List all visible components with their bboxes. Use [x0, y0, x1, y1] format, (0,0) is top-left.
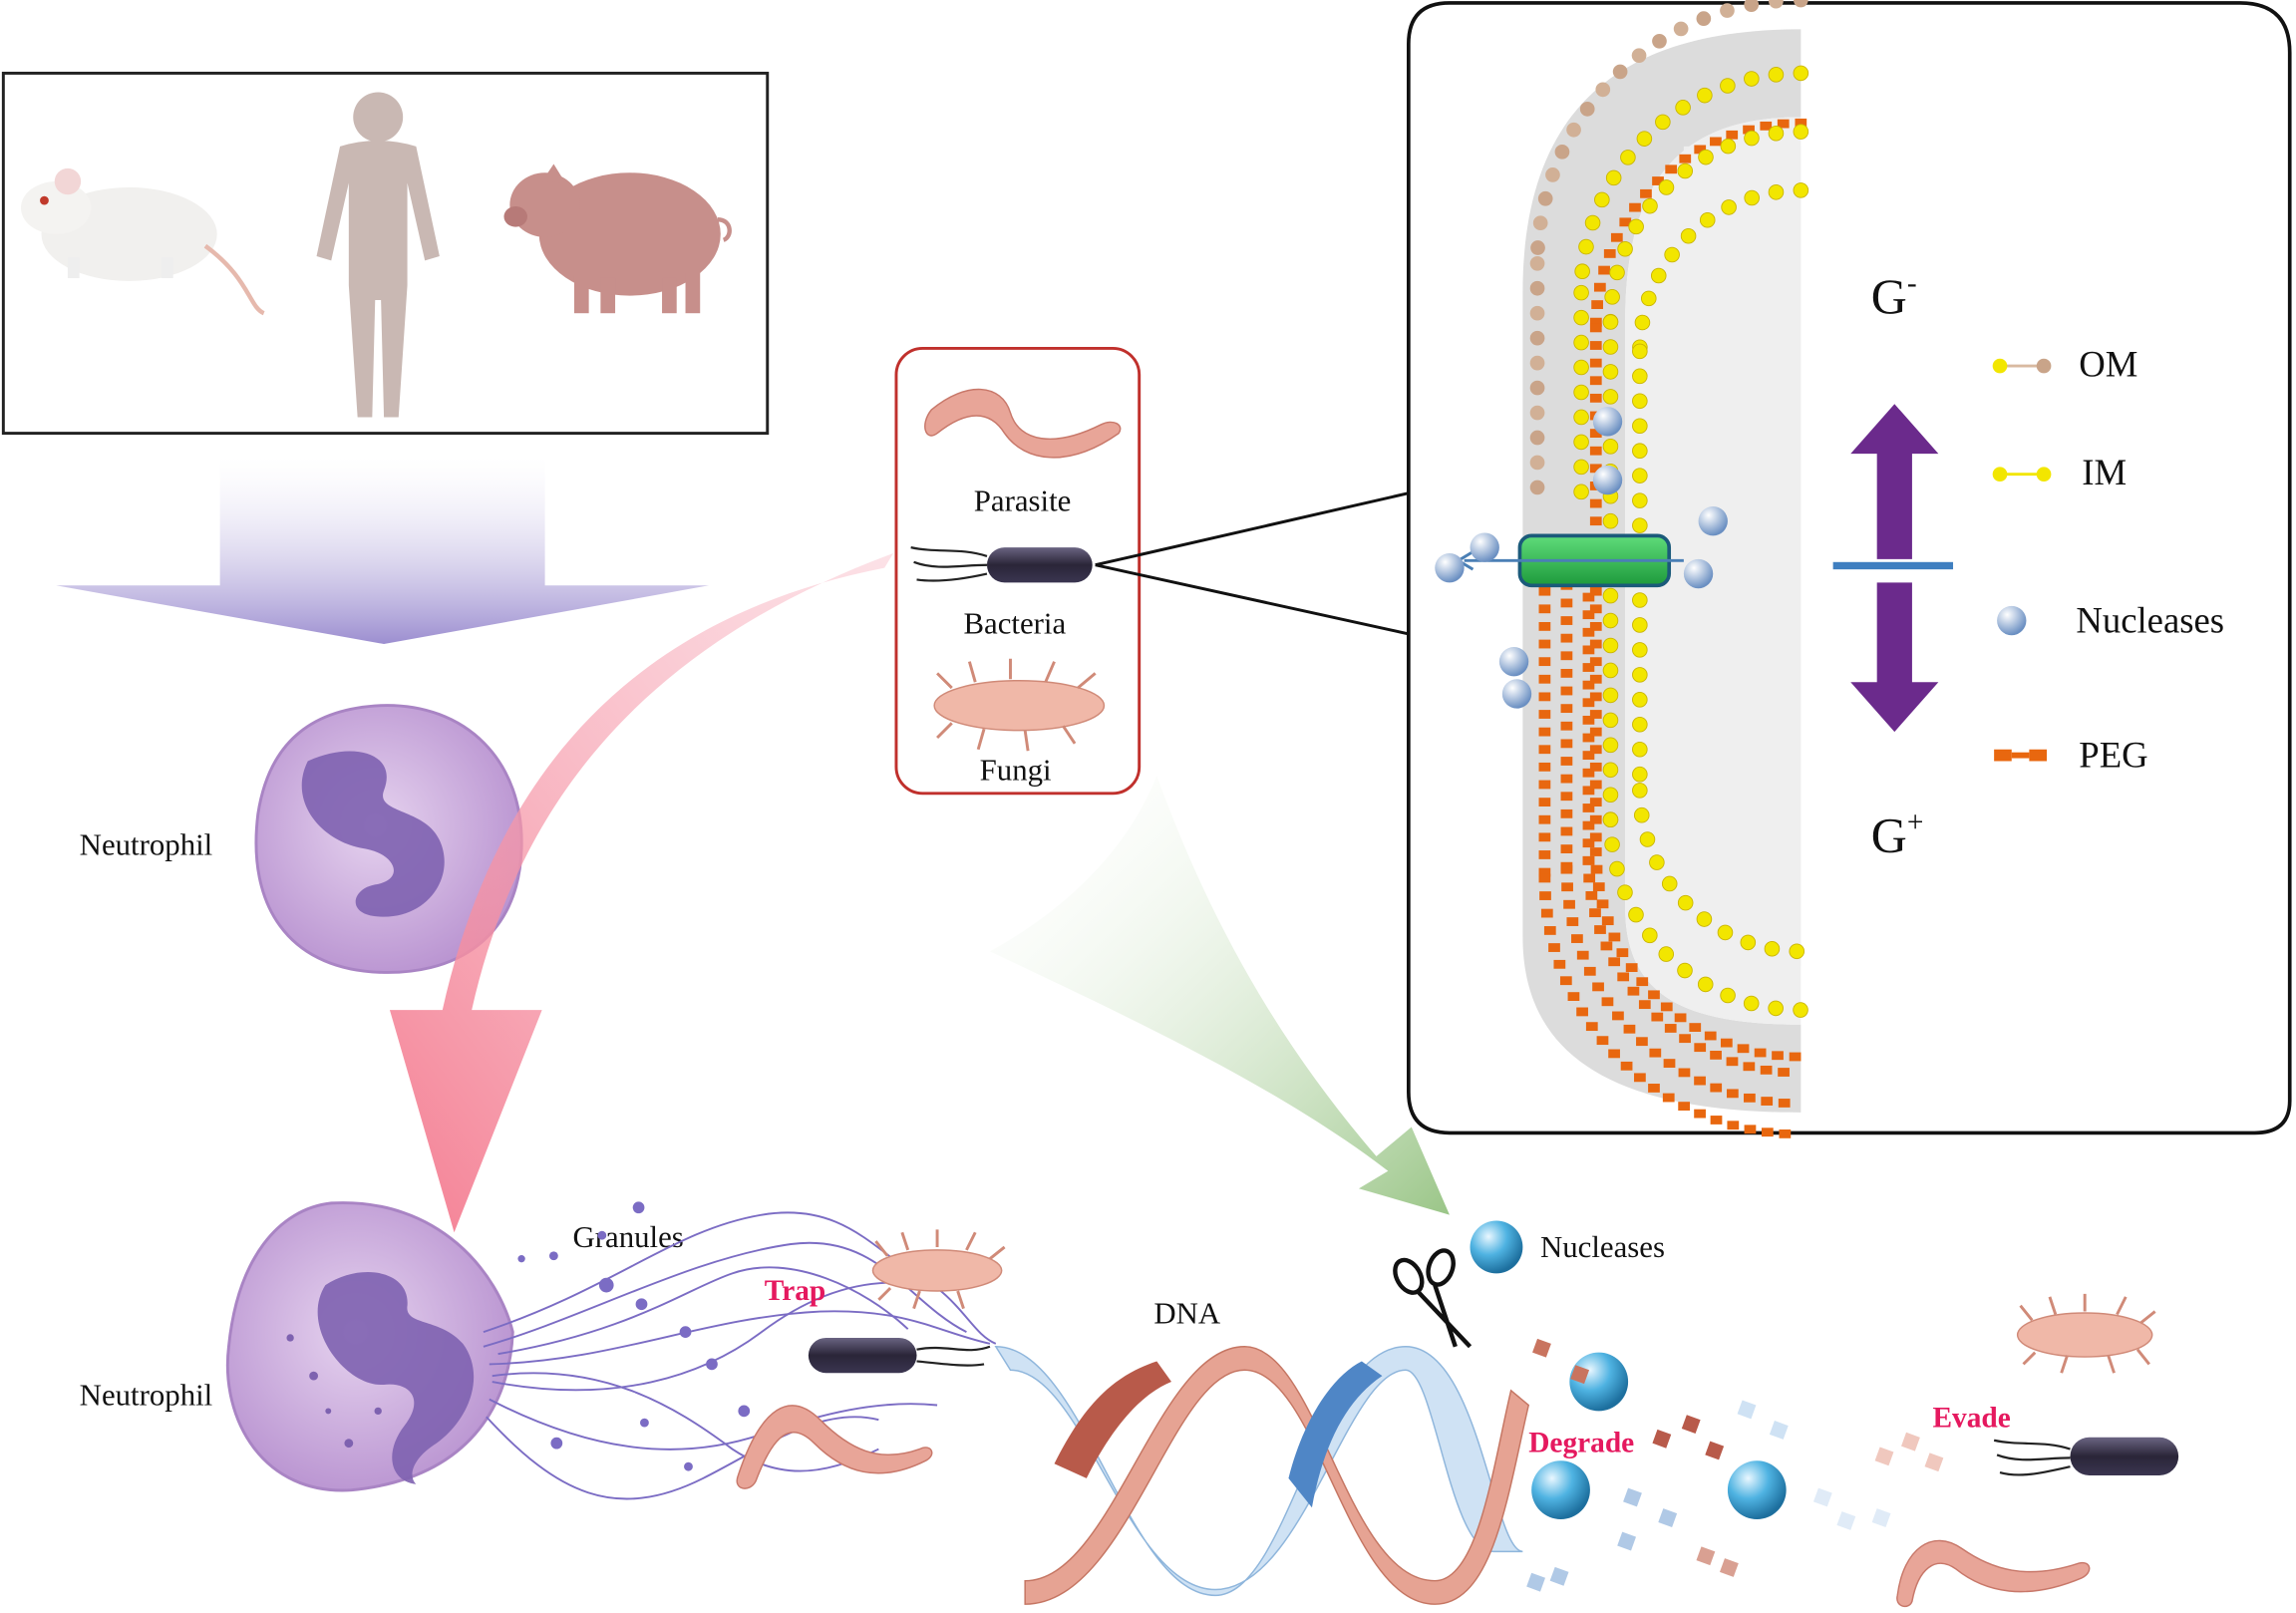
nucleus-top	[301, 751, 445, 917]
porin-channel	[1455, 533, 1684, 588]
legend-om-icon	[1992, 358, 2052, 374]
rat-illustration	[20, 167, 265, 316]
host-species-panel	[1, 71, 770, 436]
legend-nuclease-icon	[1997, 605, 2027, 636]
legend-peg-icon	[1994, 749, 2047, 762]
callout-lines	[1095, 489, 1416, 637]
neutrophil-cell-top	[254, 704, 523, 974]
cell-envelope-panel: G- G+ OM IM Nucleases	[1407, 0, 2292, 1138]
fungi-label: Fungi	[980, 754, 1052, 788]
trapped-bacterium-icon	[808, 1337, 991, 1374]
bacteria-label: Bacteria	[964, 607, 1067, 641]
legend-nucleases-label: Nucleases	[2076, 599, 2224, 640]
trapped-fungus-icon	[871, 1229, 1006, 1310]
pig-illustration	[503, 163, 732, 314]
legend-im-label: IM	[2082, 452, 2127, 492]
gram-positive-label: G+	[1871, 806, 1924, 863]
dna-fragments	[1526, 1338, 1944, 1592]
evade-label: Evade	[1932, 1403, 2010, 1435]
evading-worm-icon	[1896, 1539, 2091, 1608]
neutrophil-bottom-label: Neutrophil	[80, 1379, 213, 1413]
dna-helix	[994, 1346, 1530, 1605]
net-fibers	[483, 1211, 997, 1500]
nucleus-bottom	[317, 1272, 475, 1484]
legend-om-label: OM	[2079, 343, 2137, 384]
parasite-label: Parasite	[974, 484, 1072, 517]
neutrophil-top-label: Neutrophil	[80, 827, 213, 861]
trap-label: Trap	[765, 1275, 825, 1307]
pathogen-panel: Parasite Bacteria Fungi	[894, 346, 1142, 796]
pink-arrow-pathogen-to-neutrophil	[389, 552, 894, 1233]
gram-double-arrow	[1832, 404, 1954, 733]
evading-bacterium-icon	[1993, 1437, 2179, 1476]
dna-label: DNA	[1153, 1296, 1221, 1330]
fungus-icon	[933, 658, 1106, 752]
legend-im-icon	[1992, 467, 2052, 483]
human-illustration	[316, 92, 440, 418]
nucleases-label: Nucleases	[1540, 1230, 1665, 1264]
evading-fungus-icon	[2016, 1293, 2156, 1374]
neutrophil-cell-bottom	[225, 1201, 514, 1492]
outer-membrane	[1529, 0, 1809, 500]
down-arrow-host-to-neutrophil	[56, 457, 710, 645]
green-arrow-pathogen-to-nucleases	[989, 776, 1450, 1215]
trapped-worm-icon	[736, 1405, 933, 1489]
nuclease-particles-envelope	[1435, 407, 1728, 709]
envelope-legend: OM IM Nucleases PEG	[1992, 343, 2224, 775]
scissors-icon	[1393, 1248, 1473, 1349]
legend-peg-label: PEG	[2079, 734, 2147, 775]
granule-dots	[517, 1201, 751, 1471]
nuclease-spheres-degrading	[1531, 1352, 1787, 1520]
degrade-label: Degrade	[1528, 1427, 1634, 1458]
bacterium-icon	[910, 546, 1093, 583]
parasite-worm-icon	[924, 388, 1122, 459]
gram-negative-label: G-	[1871, 268, 1917, 325]
nuclease-sphere	[1470, 1220, 1523, 1274]
